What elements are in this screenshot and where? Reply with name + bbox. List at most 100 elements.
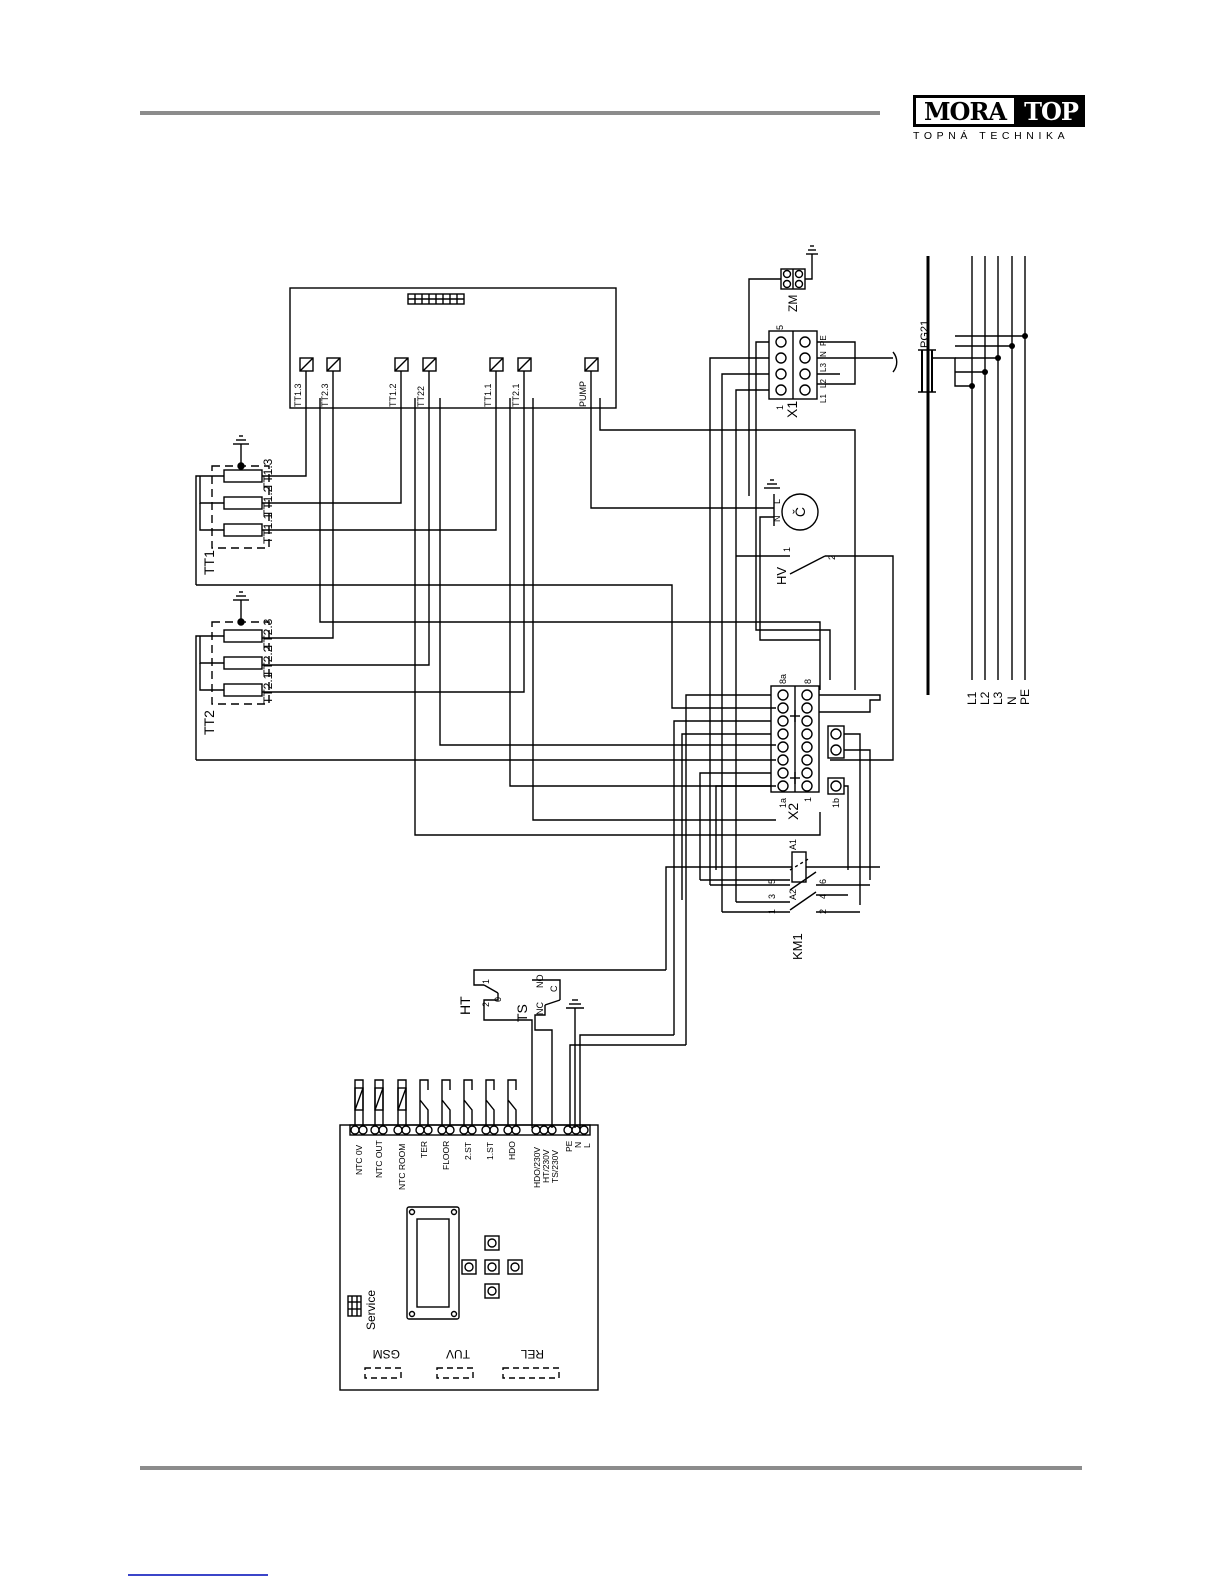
logo-mora: MORA [913, 95, 1017, 127]
line-label-pe: PE [1018, 689, 1032, 705]
ctrl-term-floor: FLOOR [441, 1141, 451, 1170]
ctrl-term-ntcout: NTC OUT [374, 1140, 384, 1178]
line-label-l3: L3 [991, 691, 1005, 705]
input-devices [354, 1079, 517, 1125]
x1-label: X1 [784, 401, 800, 418]
km1-coil-a1: A1 [788, 839, 798, 850]
line-label-l2: L2 [978, 691, 992, 705]
footer-link-underline [128, 1574, 268, 1576]
supply-lines [971, 256, 1026, 680]
board-connector-icon [407, 293, 465, 305]
board-label-tt13: TT1.3 [293, 383, 303, 407]
tt1-group-label: TT1 [201, 550, 217, 575]
km1-pin-6: 6 [818, 879, 828, 884]
km1-pin-2: 2 [818, 909, 828, 914]
ground-icon [806, 245, 818, 255]
moratop-logo: MORA TOP TOPNÁ TECHNIKA [913, 95, 1085, 143]
zm-label: ZM [786, 295, 800, 312]
ctrl-term-n: N [573, 1142, 583, 1148]
x2-label: X2 [785, 803, 801, 820]
ctrl-term-hdo: HDO [507, 1141, 517, 1160]
logo-tagline: TOPNÁ TECHNIKA [913, 130, 1070, 142]
button-down[interactable] [484, 1283, 500, 1299]
ctrl-term-ht230: HT/230V [541, 1149, 551, 1183]
ht-pin-2: 2 [481, 1002, 491, 1007]
board-top [289, 287, 617, 409]
ctrl-term-1st: 1.ST [485, 1142, 495, 1160]
pump-symbol: Č [792, 507, 808, 517]
x1-num-top: 5 [775, 325, 785, 330]
line-label-n: N [1005, 696, 1019, 705]
km1-pin-4: 4 [818, 894, 828, 899]
board-label-tt12: TT1.2 [388, 383, 398, 407]
x1-phase-pe: PE [819, 335, 828, 346]
km1-coil-a2: A2 [788, 889, 798, 900]
slot-tuv [436, 1367, 474, 1379]
ground-icon [233, 435, 249, 445]
ctrl-term-l: L [582, 1143, 592, 1148]
slot-gsm-label: GSM [373, 1347, 400, 1361]
pump-pin-n: N [772, 516, 782, 523]
button-left[interactable] [461, 1259, 477, 1275]
slot-gsm [364, 1367, 402, 1379]
ctrl-term-hdo230: HDO/230V [532, 1147, 542, 1188]
km1-pin-5: 5 [767, 879, 777, 884]
x2-tag-1: 1 [803, 797, 813, 802]
board-label-tt22: TT22 [416, 386, 426, 407]
ground-icon [790, 710, 800, 784]
header-rule [140, 111, 880, 115]
pump-pin-l: L [772, 499, 782, 504]
line-label-l1: L1 [965, 691, 979, 705]
slot-rel [502, 1367, 560, 1379]
tt1-label-tt13: TT1.3 [261, 458, 275, 490]
tt2-label-tt23: TT2.3 [261, 618, 275, 650]
controller-buttons[interactable] [461, 1235, 523, 1299]
ts-pin-nc: NC [535, 1002, 545, 1015]
hv-label: HV [774, 567, 789, 585]
x1-phase-n: N [819, 351, 828, 357]
x2-tag-1a: 1a [778, 798, 788, 808]
km1-label: KM1 [790, 933, 805, 960]
ground-icon [233, 591, 249, 601]
ctrl-term-ts230: TS/230V [550, 1150, 560, 1183]
pump-motor [781, 493, 819, 531]
km1-pin-3: 3 [767, 894, 777, 899]
ctrl-term-2st: 2.ST [463, 1142, 473, 1160]
x2-tag-8: 8 [803, 679, 813, 684]
button-up[interactable] [484, 1235, 500, 1251]
ctrl-term-ntcroom: NTC ROOM [397, 1144, 407, 1190]
ground-icon [764, 479, 780, 489]
x1-phase-l3: L3 [819, 363, 828, 372]
ts-pin-no: NO [535, 975, 545, 989]
ht-pin-0: 0 [493, 997, 503, 1002]
button-center[interactable] [484, 1259, 500, 1275]
x2-screws [777, 689, 813, 792]
ctrl-term-pe: PE [564, 1140, 574, 1152]
x1-phase-l1: L1 [819, 394, 828, 403]
button-right[interactable] [507, 1259, 523, 1275]
x2-tag-1b: 1b [831, 798, 841, 808]
ht-label: HT [457, 996, 473, 1015]
slot-rel-label: REL [520, 1347, 544, 1361]
ht-pin-1: 1 [481, 979, 491, 984]
ground-icon [566, 999, 584, 1128]
tt2-group-label: TT2 [201, 710, 217, 735]
ts-pin-c: C [549, 985, 559, 992]
x2-tag-8a: 8a [778, 674, 788, 684]
tt2-label-tt22: TT2.2 [261, 645, 275, 677]
board-label-tt11: TT1.1 [483, 383, 493, 407]
cable-gland-pg21 [892, 349, 936, 393]
tt1-label-tt12: TT1.2 [261, 485, 275, 517]
contactor-km1-coil [791, 851, 807, 883]
ctrl-term-ntc0v: NTC 0V [354, 1144, 364, 1175]
controller-display [406, 1206, 460, 1320]
x1-phase-l2: L2 [819, 379, 828, 388]
hv-pin-2: 2 [827, 555, 837, 560]
controller-terminals [349, 1124, 591, 1136]
footer-rule [140, 1466, 1082, 1470]
board-label-tt23: TT2.3 [320, 383, 330, 407]
x1-num-bottom: 1 [775, 405, 785, 410]
board-terminals [299, 357, 599, 372]
hv-pin-1: 1 [782, 547, 792, 552]
